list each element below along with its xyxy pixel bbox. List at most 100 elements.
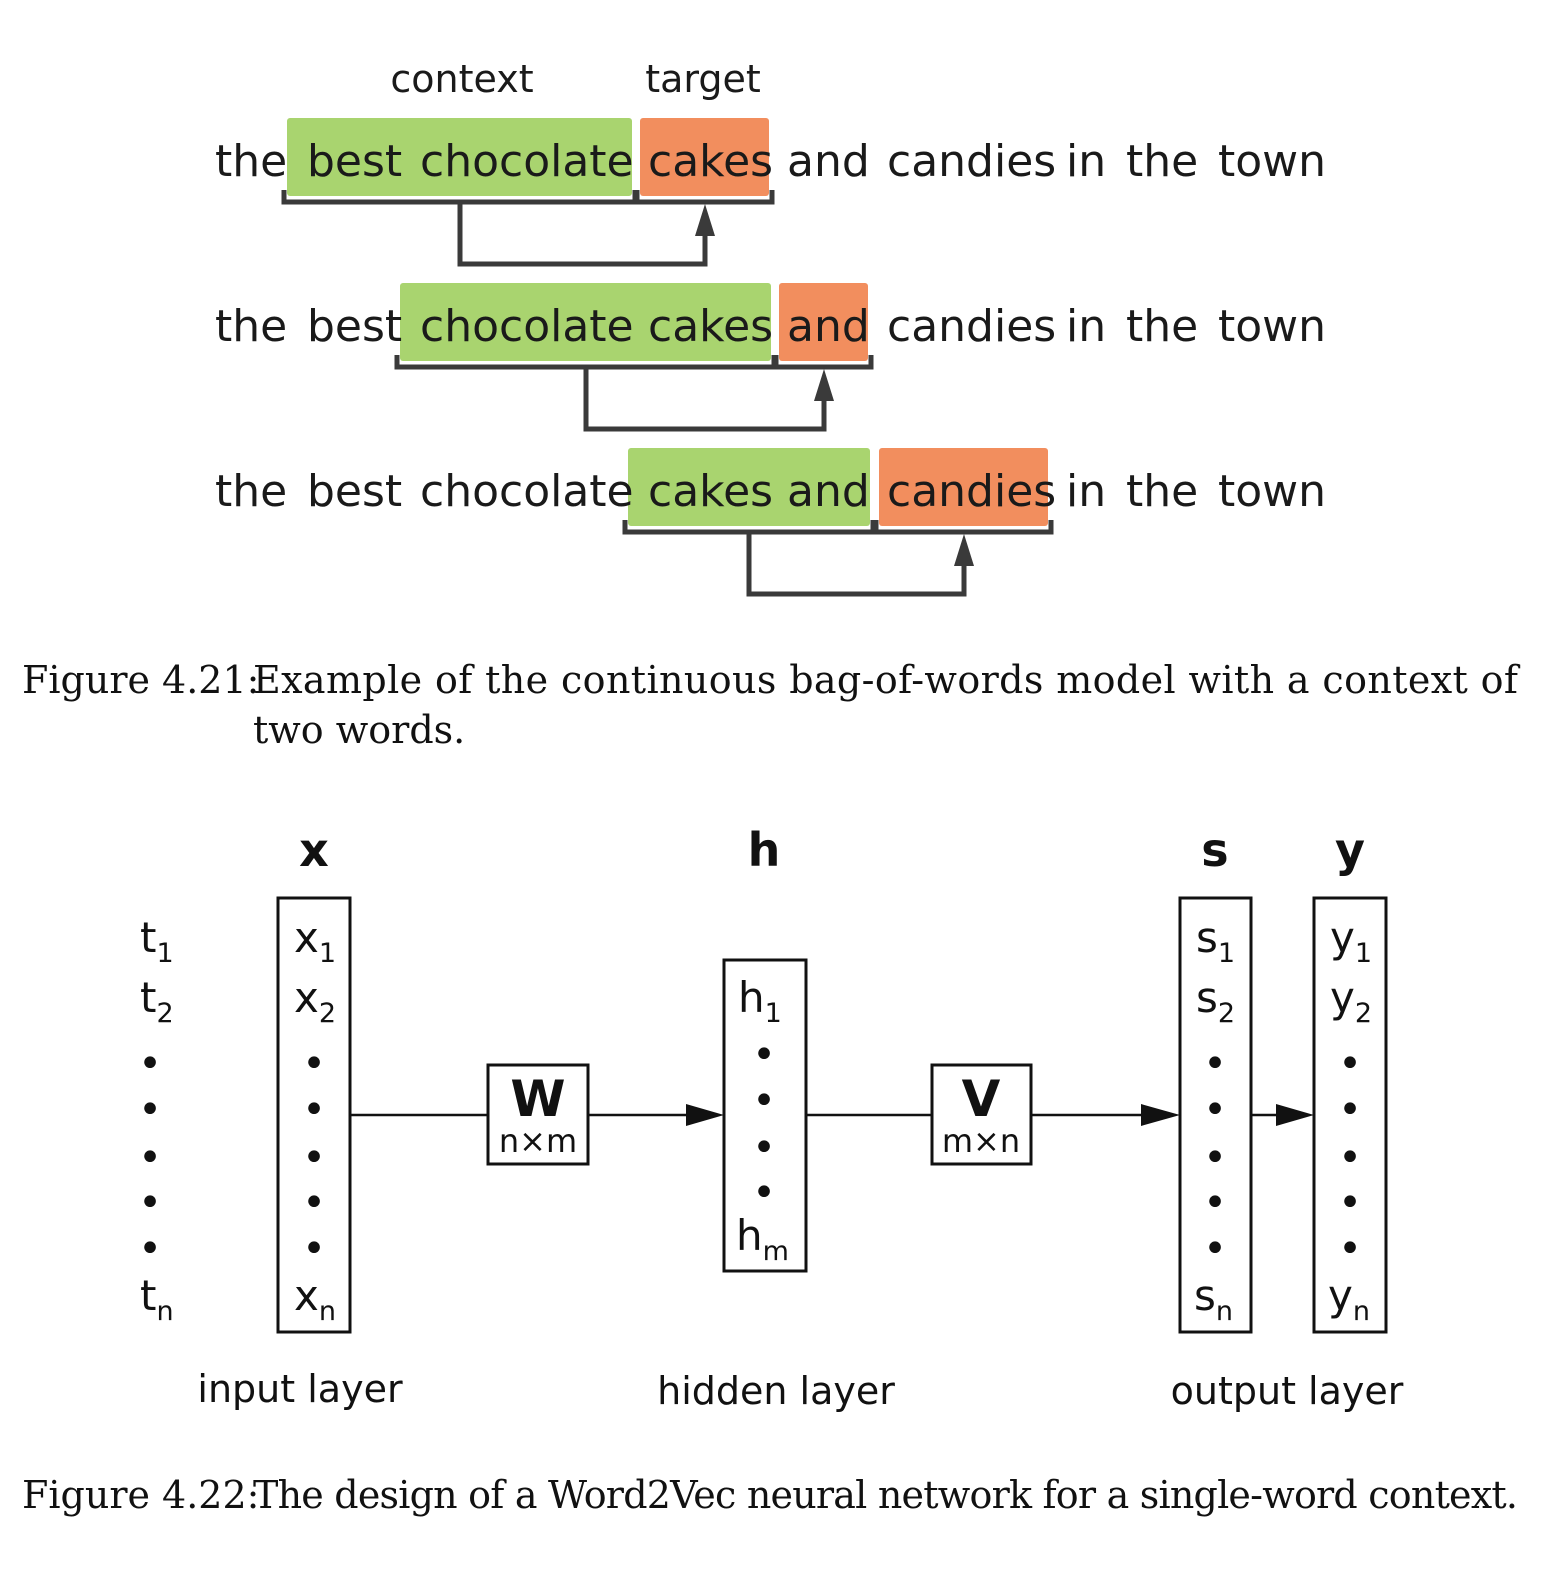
element-dot: • <box>302 1226 326 1272</box>
element-dot: • <box>1203 1226 1227 1272</box>
sentence-word: cakes <box>648 301 773 352</box>
element-x2: x2 <box>294 973 336 1029</box>
element-dot: • <box>752 1125 776 1171</box>
element-y2: y2 <box>1330 973 1372 1029</box>
word2vec-network-figure: x h s y t1 t2 • • • • • tn x1 x2 • • • •… <box>138 823 1404 1413</box>
arrowhead-icon <box>814 369 834 401</box>
sentence-word: the <box>1126 136 1198 187</box>
matrix-w-label: W <box>510 1070 565 1128</box>
hidden-vector-h: h1 • • • • hm <box>722 958 808 1273</box>
element-dot: • <box>302 1135 326 1181</box>
matrix-v-label: V <box>962 1070 1001 1128</box>
vector-h-heading: h <box>748 823 781 877</box>
element-x1: x1 <box>294 913 336 969</box>
caption-text-line2: two words. <box>253 708 465 752</box>
element-y1: y1 <box>1330 913 1372 969</box>
sentence-word: the <box>215 136 287 187</box>
sentence-word: chocolate <box>420 301 634 352</box>
hidden-layer-label: hidden layer <box>657 1369 895 1413</box>
caption-text: The design of a Word2Vec neural network … <box>253 1473 1518 1517</box>
target-highlight <box>779 283 868 361</box>
token-dot: • <box>138 1180 162 1226</box>
arrowhead-to-hidden <box>686 1104 724 1126</box>
context-highlight <box>287 118 632 196</box>
sentence-word: best <box>307 301 402 352</box>
element-sn: sn <box>1194 1271 1233 1327</box>
target-bracket <box>634 190 775 205</box>
element-hm: hm <box>736 1211 789 1267</box>
element-xn: xn <box>294 1271 336 1327</box>
element-dot: • <box>1338 1041 1362 1087</box>
context-to-target-arrow <box>583 367 827 432</box>
output-layer-label: output layer <box>1171 1369 1404 1413</box>
element-dot: • <box>302 1180 326 1226</box>
token-t1: t1 <box>140 913 174 969</box>
element-dot: • <box>752 1170 776 1216</box>
target-highlight <box>879 448 1048 526</box>
sentence-word: chocolate <box>420 466 634 517</box>
element-dot: • <box>1338 1135 1362 1181</box>
matrix-v-dimensions: m×n <box>942 1122 1020 1160</box>
element-dot: • <box>302 1041 326 1087</box>
vector-x-heading: x <box>299 823 329 877</box>
token-tn: tn <box>140 1271 174 1327</box>
element-dot: • <box>1338 1180 1362 1226</box>
sentence-word: and <box>787 301 870 352</box>
element-s2: s2 <box>1196 973 1235 1029</box>
token-dot: • <box>138 1041 162 1087</box>
token-dot: • <box>138 1135 162 1181</box>
token-t2: t2 <box>140 973 174 1029</box>
element-dot: • <box>1338 1226 1362 1272</box>
caption-number: Figure 4.21: <box>22 658 259 702</box>
input-vector-x: x1 x2 • • • • • xn <box>276 896 352 1334</box>
target-label: target <box>645 57 761 101</box>
matrix-w-dimensions: n×m <box>499 1122 577 1160</box>
caption-text-line1: Example of the continuous bag-of-words m… <box>253 658 1521 702</box>
arrowhead-icon <box>954 534 974 566</box>
element-dot: • <box>1203 1087 1227 1133</box>
sentence-word: the <box>1126 301 1198 352</box>
output-vector-y: y1 y2 • • • • • yn <box>1312 896 1388 1334</box>
element-s1: s1 <box>1196 913 1235 969</box>
weight-matrix-w: W n×m <box>486 1063 590 1166</box>
sentence-word: chocolate <box>420 136 634 187</box>
caption-number: Figure 4.22: <box>22 1473 259 1517</box>
sentence-word: and <box>787 466 870 517</box>
sentence-word: town <box>1218 301 1326 352</box>
token-dot: • <box>138 1087 162 1133</box>
sentence-word: the <box>1126 466 1198 517</box>
context-label: context <box>390 57 533 101</box>
element-dot: • <box>752 1032 776 1078</box>
vector-y-heading: y <box>1335 823 1365 877</box>
target-bracket <box>773 355 874 370</box>
sentence-word: cakes <box>648 136 773 187</box>
sentence-word: in <box>1066 136 1106 187</box>
output-vector-s: s1 s2 • • • • • sn <box>1178 896 1253 1334</box>
element-dot: • <box>1203 1135 1227 1181</box>
sentence-word: candies <box>887 466 1056 517</box>
input-layer-label: input layer <box>197 1367 403 1411</box>
output-y-box <box>1312 896 1388 1334</box>
token-labels: t1 t2 • • • • • tn <box>138 913 173 1327</box>
element-dot: • <box>752 1078 776 1124</box>
context-to-target-arrow <box>457 202 708 267</box>
sentence-word: best <box>307 466 402 517</box>
sentence-word: candies <box>887 301 1056 352</box>
sentence-word: candies <box>887 136 1056 187</box>
sentence-word: town <box>1218 466 1326 517</box>
sentence-word: town <box>1218 136 1326 187</box>
sentence-word: in <box>1066 466 1106 517</box>
target-highlight <box>640 118 769 196</box>
element-yn: yn <box>1328 1271 1370 1327</box>
element-dot: • <box>1203 1041 1227 1087</box>
caption-figure-4-21: Figure 4.21: Example of the continuous b… <box>22 658 1521 752</box>
vector-s-heading: s <box>1201 823 1228 877</box>
sentence-word: the <box>215 466 287 517</box>
